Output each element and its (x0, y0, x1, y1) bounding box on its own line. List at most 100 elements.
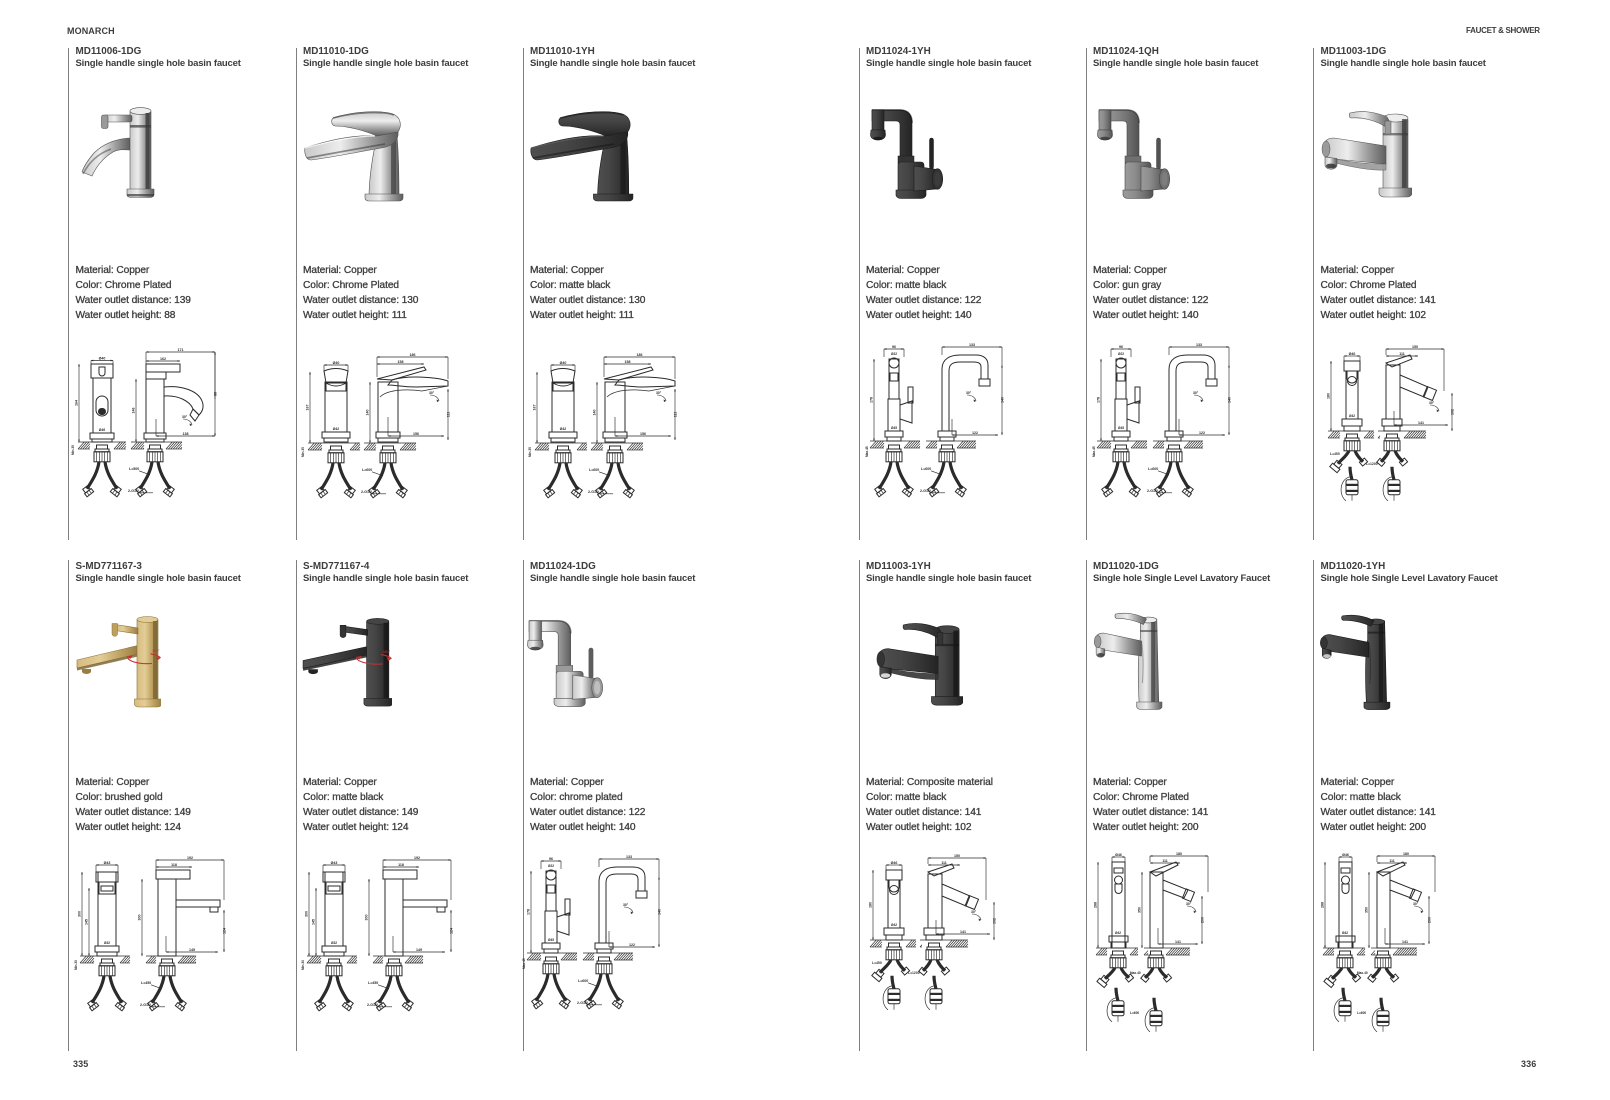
svg-text:2-G1/2: 2-G1/2 (128, 489, 139, 493)
svg-text:146: 146 (132, 408, 136, 414)
svg-text:Ø45: Ø45 (1118, 426, 1124, 430)
svg-text:138: 138 (183, 432, 189, 436)
svg-text:2-G1/2: 2-G1/2 (140, 1003, 151, 1007)
svg-text:Max.45: Max.45 (1092, 446, 1096, 457)
svg-text:171: 171 (178, 348, 184, 352)
svg-text:150: 150 (954, 854, 960, 858)
svg-text:158: 158 (625, 360, 631, 364)
svg-text:118: 118 (398, 863, 404, 867)
svg-text:Min.35: Min.35 (528, 447, 532, 457)
svg-text:156: 156 (640, 432, 646, 436)
svg-text:122: 122 (972, 431, 978, 435)
svg-text:150: 150 (1412, 345, 1418, 349)
svg-text:2-G1/2: 2-G1/2 (577, 1001, 588, 1005)
svg-text:L=600: L=600 (362, 468, 372, 472)
svg-text:2-G1/2: 2-G1/2 (367, 1003, 378, 1007)
svg-text:200: 200 (1427, 917, 1431, 923)
svg-text:118: 118 (171, 863, 177, 867)
svg-text:30°: 30° (1429, 401, 1435, 405)
svg-text:186: 186 (410, 353, 416, 357)
svg-text:L=1200: L=1200 (1366, 462, 1378, 466)
svg-text:30°: 30° (1413, 902, 1419, 906)
svg-text:Ø46: Ø46 (1349, 352, 1356, 356)
svg-text:133: 133 (1196, 343, 1202, 347)
svg-text:192: 192 (414, 856, 420, 860)
svg-text:Ø42: Ø42 (1342, 931, 1348, 935)
svg-text:Max.40: Max.40 (1130, 971, 1141, 975)
svg-text:111: 111 (941, 861, 947, 865)
svg-text:300: 300 (365, 915, 369, 921)
svg-text:30°: 30° (182, 415, 188, 419)
svg-text:30°: 30° (1193, 391, 1199, 395)
svg-text:96: 96 (549, 857, 553, 861)
svg-text:Ø40: Ø40 (560, 361, 567, 365)
svg-text:2-G1/2: 2-G1/2 (588, 490, 599, 494)
svg-text:133: 133 (969, 343, 975, 347)
svg-text:111: 111 (673, 412, 677, 418)
svg-text:L=600: L=600 (1148, 467, 1158, 471)
svg-text:288: 288 (1321, 902, 1325, 908)
svg-text:111: 111 (1162, 859, 1168, 863)
svg-text:149: 149 (189, 948, 195, 952)
svg-text:141: 141 (960, 930, 966, 934)
svg-text:192: 192 (187, 856, 193, 860)
svg-text:Ø43: Ø43 (104, 861, 111, 865)
svg-text:300: 300 (305, 911, 309, 917)
svg-text:L=1200: L=1200 (908, 971, 920, 975)
svg-text:140: 140 (1000, 397, 1004, 403)
svg-text:Ø42: Ø42 (560, 427, 567, 431)
svg-text:Max.45: Max.45 (522, 958, 526, 969)
svg-text:122: 122 (629, 943, 635, 947)
svg-text:178: 178 (870, 397, 874, 403)
svg-text:L=450: L=450 (141, 981, 151, 985)
svg-text:Ø22: Ø22 (548, 864, 554, 868)
svg-text:140: 140 (1227, 397, 1231, 403)
svg-text:L=450: L=450 (872, 961, 882, 965)
svg-text:Ø42: Ø42 (891, 923, 897, 927)
svg-text:124: 124 (222, 928, 226, 934)
svg-text:350: 350 (1138, 907, 1142, 913)
svg-text:30°: 30° (656, 391, 662, 395)
svg-text:122: 122 (1199, 431, 1205, 435)
svg-text:2-G1/2: 2-G1/2 (1147, 489, 1158, 493)
svg-text:Ø40: Ø40 (333, 361, 340, 365)
svg-text:30°: 30° (623, 903, 629, 907)
svg-text:Ø42: Ø42 (1349, 414, 1355, 418)
svg-text:Min.30: Min.30 (301, 960, 305, 970)
svg-text:140: 140 (366, 410, 370, 416)
svg-text:Min.35: Min.35 (71, 445, 75, 455)
svg-text:158: 158 (398, 360, 404, 364)
svg-text:156: 156 (413, 432, 419, 436)
svg-text:288: 288 (1094, 902, 1098, 908)
svg-text:164: 164 (75, 400, 79, 406)
svg-text:Min.35: Min.35 (301, 447, 305, 457)
svg-text:360°: 360° (382, 650, 390, 654)
svg-text:140: 140 (657, 909, 661, 915)
svg-text:L=500: L=500 (129, 467, 139, 471)
svg-text:111: 111 (446, 412, 450, 418)
svg-text:Ø40: Ø40 (99, 356, 106, 360)
svg-text:102: 102 (1450, 409, 1454, 415)
svg-text:124: 124 (449, 928, 453, 934)
svg-text:30°: 30° (1186, 902, 1192, 906)
svg-text:Ø32: Ø32 (331, 941, 337, 945)
svg-text:111: 111 (1399, 352, 1405, 356)
svg-text:Ø46: Ø46 (1115, 853, 1122, 857)
svg-text:145: 145 (85, 919, 89, 925)
svg-text:180: 180 (869, 902, 873, 908)
svg-text:167: 167 (306, 405, 310, 411)
svg-text:Max.40: Max.40 (1357, 971, 1368, 975)
svg-text:145: 145 (312, 919, 316, 925)
svg-text:L=600: L=600 (921, 467, 931, 471)
svg-text:Ø42: Ø42 (1115, 931, 1121, 935)
svg-text:Ø46: Ø46 (891, 861, 898, 865)
svg-text:141: 141 (1418, 421, 1424, 425)
svg-text:178: 178 (1097, 397, 1101, 403)
svg-text:2-G1/2: 2-G1/2 (920, 489, 931, 493)
svg-text:30°: 30° (966, 391, 972, 395)
svg-text:300: 300 (138, 915, 142, 921)
svg-text:178: 178 (527, 909, 531, 915)
svg-text:Ø45: Ø45 (548, 938, 554, 942)
svg-text:2-G1/2: 2-G1/2 (361, 490, 372, 494)
svg-text:30°: 30° (429, 391, 435, 395)
